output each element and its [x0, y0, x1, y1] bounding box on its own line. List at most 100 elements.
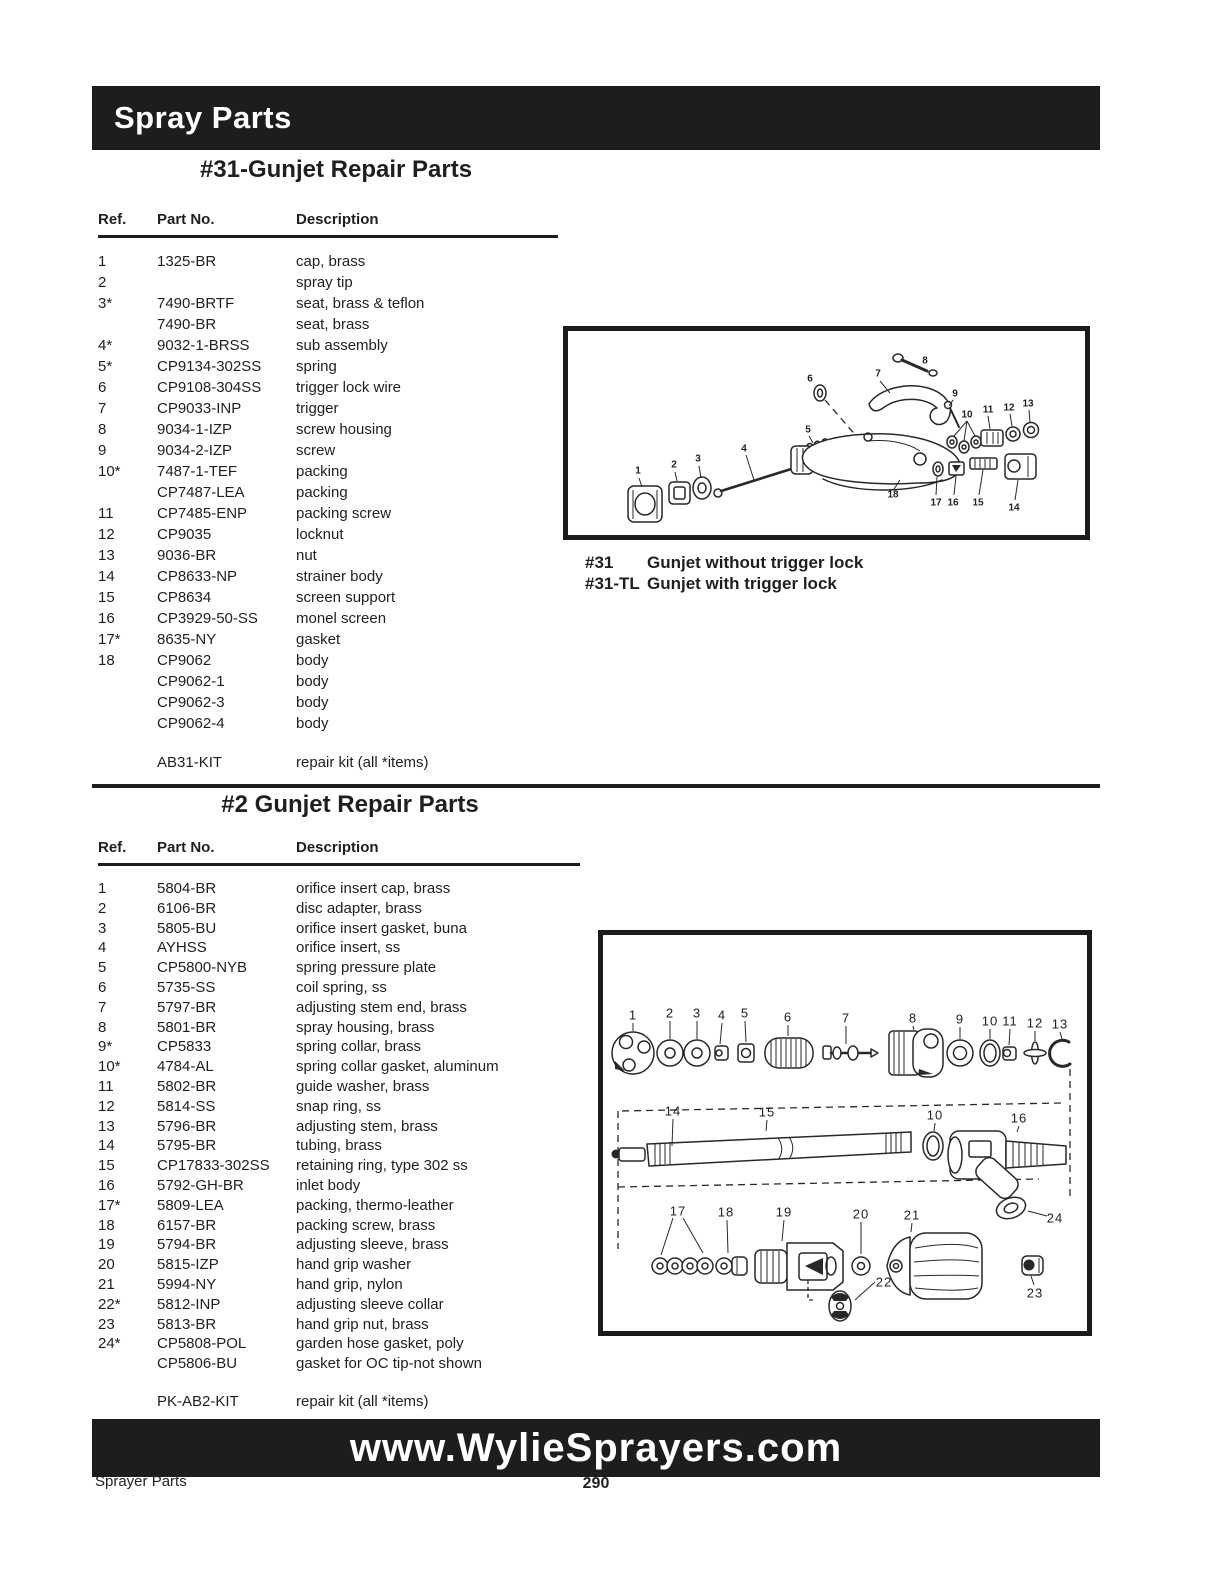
- table-row: 8 5801-BR spray housing, brass: [98, 1018, 584, 1038]
- cell-ref: 1: [98, 253, 107, 270]
- cell-part: 5792-GH-BR: [157, 1176, 244, 1194]
- part-number-label: 4: [741, 443, 747, 455]
- part-number-label: 17: [930, 497, 942, 509]
- caption-model: #31: [585, 553, 614, 572]
- column-header-ref: Ref.: [98, 211, 127, 228]
- cell-desc: packing screw: [296, 505, 392, 522]
- cell-part: CP5806-BU: [157, 1355, 238, 1373]
- cell-part: 9034-2-IZP: [157, 442, 233, 459]
- part-number-label: 16: [1010, 1110, 1028, 1126]
- table-row: 17* 5809-LEA packing, thermo-leather: [98, 1196, 584, 1216]
- kit-row: AB31-KIT repair kit (all *items): [98, 752, 584, 773]
- cell-ref: 4*: [98, 337, 113, 354]
- part-number-label: 9: [952, 388, 958, 400]
- cell-part: 6157-BR: [157, 1216, 217, 1234]
- part-number-label: 10: [961, 409, 973, 421]
- exploded-diagram-31: [627, 353, 1040, 523]
- part-number-label: 24: [1046, 1210, 1064, 1226]
- table-row: CP5806-BU gasket for OC tip-not shown: [98, 1354, 584, 1374]
- cell-desc: hand grip nut, brass: [296, 1315, 429, 1333]
- part-number-label: 1: [628, 1007, 638, 1023]
- part-number-label: 21: [903, 1207, 921, 1223]
- cell-part: 7490-BRTF: [157, 295, 235, 312]
- column-header-ref: Ref.: [98, 839, 127, 856]
- table-rows: 1 5804-BR orifice insert cap, brass 2 61…: [98, 879, 584, 1374]
- part-number-label: 7: [875, 368, 881, 380]
- cell-ref: 9*: [98, 1038, 113, 1056]
- cell-ref: 12: [98, 526, 115, 543]
- cell-part: CP5800-NYB: [157, 959, 248, 977]
- table-row: 15 CP8634 screen support: [98, 587, 584, 608]
- cell-ref: 14: [98, 568, 115, 585]
- cell-ref: 9: [98, 442, 107, 459]
- table-row: 21 5994-NY hand grip, nylon: [98, 1275, 584, 1295]
- cell-ref: 8: [98, 1018, 107, 1036]
- cell-desc: repair kit (all *items): [296, 754, 429, 771]
- part-number-label: 6: [783, 1009, 793, 1025]
- cell-desc: packing, thermo-leather: [296, 1196, 454, 1214]
- cell-ref: 21: [98, 1275, 115, 1293]
- exploded-diagram-2: [611, 1020, 1072, 1322]
- cell-ref: 11: [98, 505, 114, 522]
- cell-part: 9036-BR: [157, 547, 217, 564]
- cell-ref: 13: [98, 1117, 115, 1135]
- parts-table-2: Ref. Part No. Description 1 5804-BR orif…: [98, 838, 584, 1412]
- cell-part: CP8634: [157, 589, 212, 606]
- cell-desc: spray tip: [296, 274, 353, 291]
- cell-part: 5797-BR: [157, 998, 217, 1016]
- page-title: Spray Parts: [114, 100, 292, 135]
- section-divider: [92, 784, 1100, 788]
- table-row: 8 9034-1-IZP screw housing: [98, 419, 584, 440]
- part-number-label: 4: [717, 1007, 727, 1023]
- cell-part: PK-AB2-KIT: [157, 1392, 239, 1410]
- cell-part: 5809-LEA: [157, 1196, 224, 1214]
- cell-part: CP9062-1: [157, 673, 225, 690]
- column-header-desc: Description: [296, 839, 379, 856]
- cell-desc: packing: [296, 463, 348, 480]
- cell-ref: [98, 671, 157, 692]
- cell-desc: screen support: [296, 589, 396, 606]
- page-header-bar: Spray Parts: [92, 86, 1100, 150]
- table-row: 17* 8635-NY gasket: [98, 629, 584, 650]
- part-number-label: 18: [717, 1204, 735, 1220]
- cell-ref: 18: [98, 1216, 115, 1234]
- cell-part: CP3929-50-SS: [157, 610, 258, 627]
- cell-part: 7490-BR: [157, 316, 217, 333]
- cell-part: 1325-BR: [157, 253, 217, 270]
- part-number-label: 10: [926, 1107, 944, 1123]
- diagram-31-caption: #31 Gunjet without trigger lock #31-TL G…: [585, 552, 863, 594]
- part-number-label: 5: [740, 1005, 750, 1021]
- cell-desc: body: [296, 694, 329, 711]
- cell-ref: [98, 1354, 157, 1374]
- cell-ref: 18: [98, 652, 115, 669]
- cell-ref: 10*: [98, 463, 121, 480]
- table-header-row: Ref. Part No. Description: [98, 838, 584, 858]
- table-row: 4* 9032-1-BRSS sub assembly: [98, 335, 584, 356]
- cell-part: 5796-BR: [157, 1117, 217, 1135]
- cell-desc: spring collar, brass: [296, 1038, 422, 1056]
- cell-desc: body: [296, 652, 329, 669]
- table-row: 18 6157-BR packing screw, brass: [98, 1216, 584, 1236]
- part-number-label: 22: [875, 1274, 893, 1290]
- table-row: 3 5805-BU orifice insert gasket, buna: [98, 919, 584, 939]
- cell-desc: screw: [296, 442, 336, 459]
- cell-part: 5805-BU: [157, 919, 217, 937]
- part-number-label: 14: [664, 1103, 682, 1119]
- cell-ref: [98, 713, 157, 734]
- table-row: 7 5797-BR adjusting stem end, brass: [98, 998, 584, 1018]
- table-row: 10* 4784-AL spring collar gasket, alumin…: [98, 1057, 584, 1077]
- table-row: 11 5802-BR guide washer, brass: [98, 1077, 584, 1097]
- part-number-label: 23: [1026, 1285, 1044, 1301]
- part-number-label: 3: [695, 453, 701, 465]
- cell-part: AYHSS: [157, 939, 207, 957]
- part-number-label: 11: [1002, 1013, 1018, 1029]
- part-number-label: 1: [635, 465, 641, 477]
- caption-line: #31 Gunjet without trigger lock: [585, 552, 863, 573]
- kit-row: PK-AB2-KIT repair kit (all *items): [98, 1392, 584, 1412]
- section-31-title: #31-Gunjet Repair Parts: [199, 156, 473, 183]
- table-row: 10* 7487-1-TEF packing: [98, 461, 584, 482]
- cell-desc: inlet body: [296, 1176, 361, 1194]
- table-row: 2 spray tip: [98, 272, 584, 293]
- table-row: 5* CP9134-302SS spring: [98, 356, 584, 377]
